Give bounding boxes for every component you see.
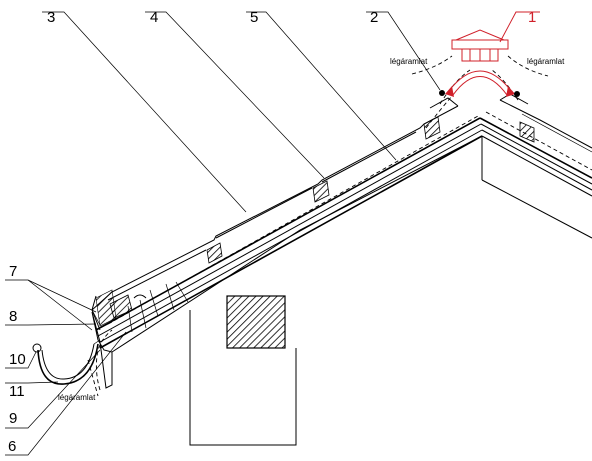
label-7: 7 (9, 263, 17, 280)
label-4: 4 (150, 9, 158, 26)
gutter (32, 339, 101, 385)
label-2: 2 (370, 9, 378, 26)
label-9: 9 (9, 410, 17, 427)
ridge-ventilator (439, 29, 520, 97)
label-11: 11 (9, 383, 25, 400)
airflow-lines-ridge (411, 55, 549, 77)
airflow-text-right: légáramlat (527, 57, 565, 66)
airflow-lines-eaves (87, 329, 113, 397)
label-10: 10 (9, 351, 26, 368)
roof-tiles-right (499, 99, 592, 153)
airflow-texts: légáramlat légáramlat légáramlat (58, 57, 565, 402)
leader-lines (5, 11, 540, 456)
airflow-text-left: légáramlat (390, 57, 428, 66)
roof-layers-left (95, 115, 483, 349)
airflow-text-bottom: légáramlat (58, 393, 96, 402)
interior-planes (111, 135, 592, 385)
roof-layers-right (479, 111, 592, 191)
label-3: 3 (47, 9, 55, 26)
label-1: 1 (528, 9, 536, 26)
label-5: 5 (250, 9, 258, 26)
ridge-beam (189, 295, 297, 446)
label-8: 8 (9, 308, 17, 325)
callout-labels: 1 2 3 4 5 6 7 8 9 10 11 (8, 9, 536, 455)
roof-tiles-left (91, 105, 459, 326)
battens (109, 116, 535, 319)
label-6: 6 (8, 438, 16, 455)
